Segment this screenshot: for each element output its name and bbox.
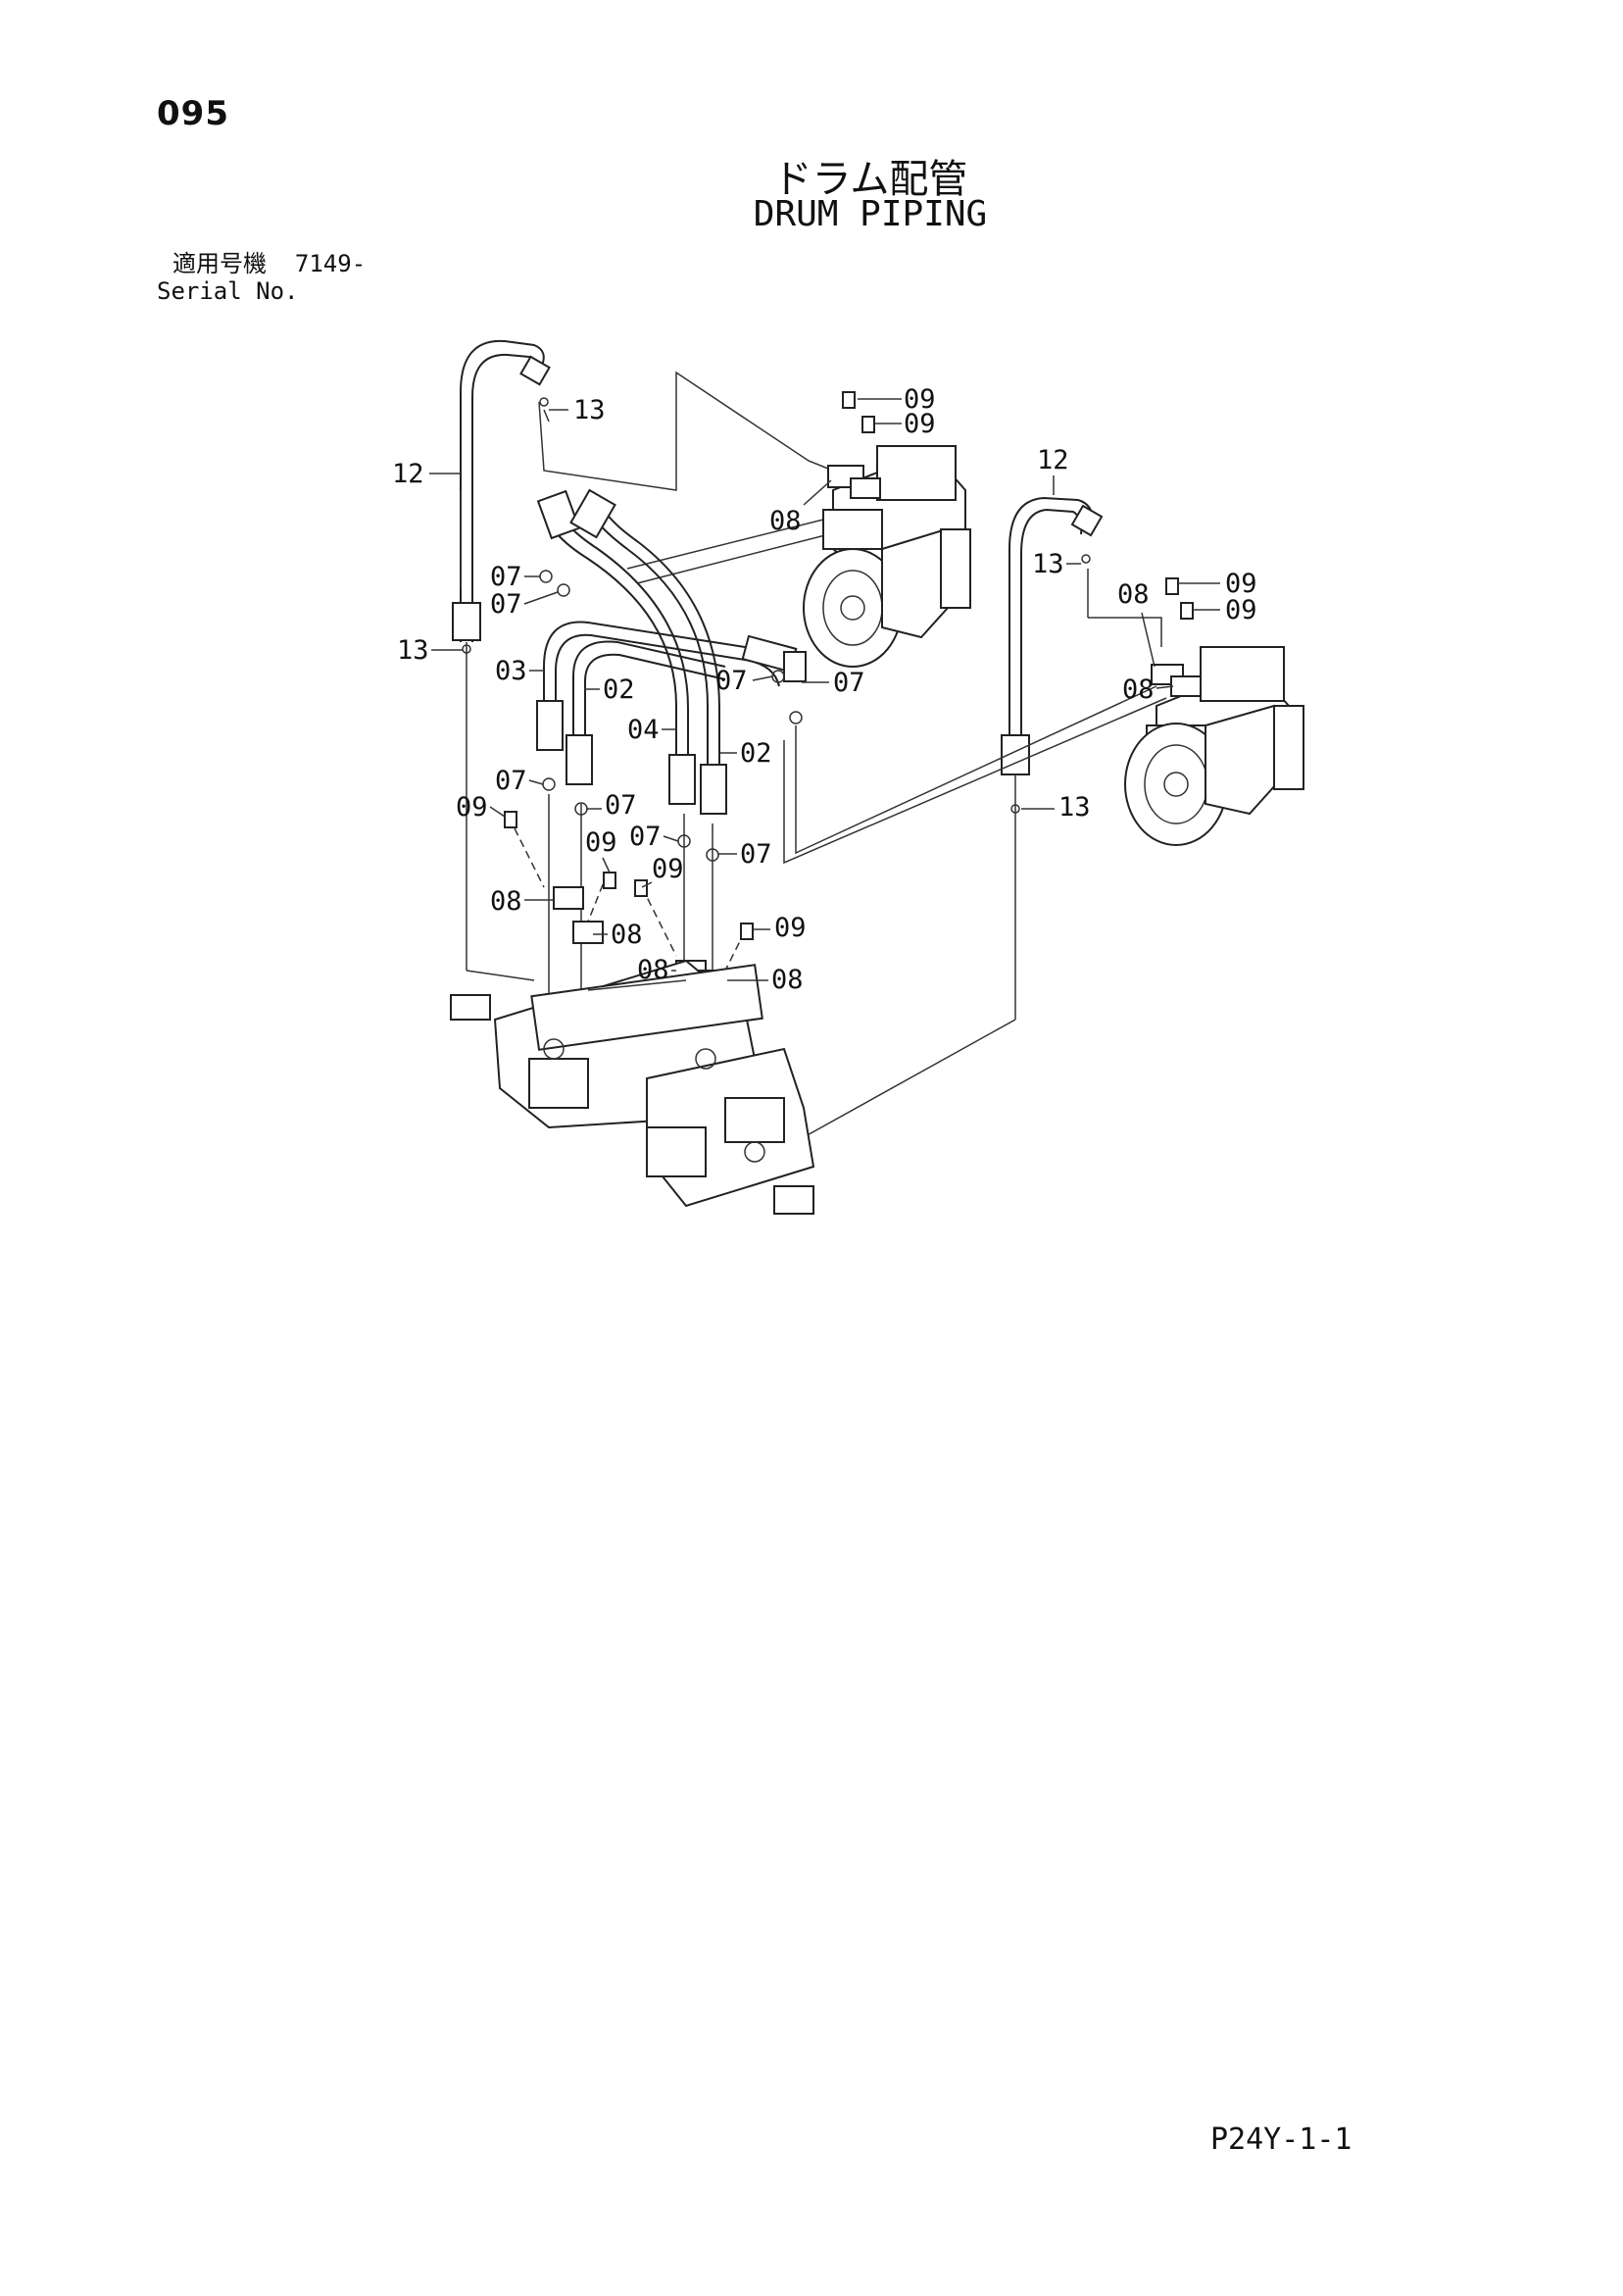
- callout-07-a: 07: [490, 562, 522, 592]
- callout-13-right: 13: [1032, 549, 1064, 579]
- callout-13-top: 13: [573, 395, 606, 425]
- callout-08-top: 08: [769, 506, 802, 536]
- control-valve: [450, 959, 815, 1215]
- callout-09-f: 09: [774, 913, 807, 943]
- callout-04: 04: [627, 715, 660, 745]
- hose-12-right: [1001, 496, 1104, 775]
- serial-label-jp: 適用号機: [172, 250, 267, 277]
- hose-12-left: [452, 339, 551, 642]
- callout-07-b: 07: [490, 589, 522, 620]
- callout-12-right: 12: [1037, 445, 1069, 475]
- page-code: P24Y-1-1: [1210, 2122, 1352, 2157]
- callout-08-b: 08: [611, 920, 643, 950]
- callout-13-left: 13: [397, 635, 429, 666]
- connection-lines: [466, 371, 1167, 1138]
- serial-value: 7149-: [294, 250, 367, 277]
- callout-09-d: 09: [585, 827, 617, 858]
- callout-08-d: 08: [771, 965, 804, 995]
- callout-09-e: 09: [652, 854, 684, 884]
- serial-block: 適用号機 7149- Serial No.: [157, 250, 366, 305]
- drum-motor-right: [1124, 646, 1304, 846]
- callout-08-right-a: 08: [1117, 579, 1150, 610]
- callout-13-bottom: 13: [1058, 792, 1091, 823]
- callout-12-left: 12: [392, 459, 424, 489]
- callout-07-f: 07: [605, 790, 637, 821]
- callout-09-a: 09: [904, 384, 936, 415]
- callout-07-e: 07: [495, 766, 527, 796]
- callout-08-right-b: 08: [1122, 674, 1155, 705]
- callout-09-right-a: 09: [1225, 569, 1257, 599]
- title-japanese: ドラム配管: [772, 157, 968, 202]
- callout-09-right-b: 09: [1225, 595, 1257, 625]
- callout-02-b: 02: [740, 738, 772, 769]
- callout-09-b: 09: [904, 409, 936, 439]
- callout-labels: 12 13 09 09 08 12 13 08 08 09 09 07 07 1…: [392, 384, 1257, 995]
- callout-07-d: 07: [833, 668, 865, 698]
- callout-02-a: 02: [603, 674, 635, 705]
- serial-label-en: Serial No.: [157, 277, 299, 305]
- callout-07-c: 07: [715, 666, 748, 696]
- callout-09-c: 09: [456, 792, 488, 823]
- title-english: DRUM PIPING: [753, 194, 988, 234]
- callout-08-c: 08: [637, 955, 669, 985]
- hoses-02-03-04: [536, 488, 807, 815]
- page-number: 095: [157, 94, 229, 133]
- callout-07-g: 07: [629, 822, 662, 852]
- callout-08-a: 08: [490, 886, 522, 917]
- callout-07-h: 07: [740, 839, 772, 870]
- callout-03: 03: [495, 656, 527, 686]
